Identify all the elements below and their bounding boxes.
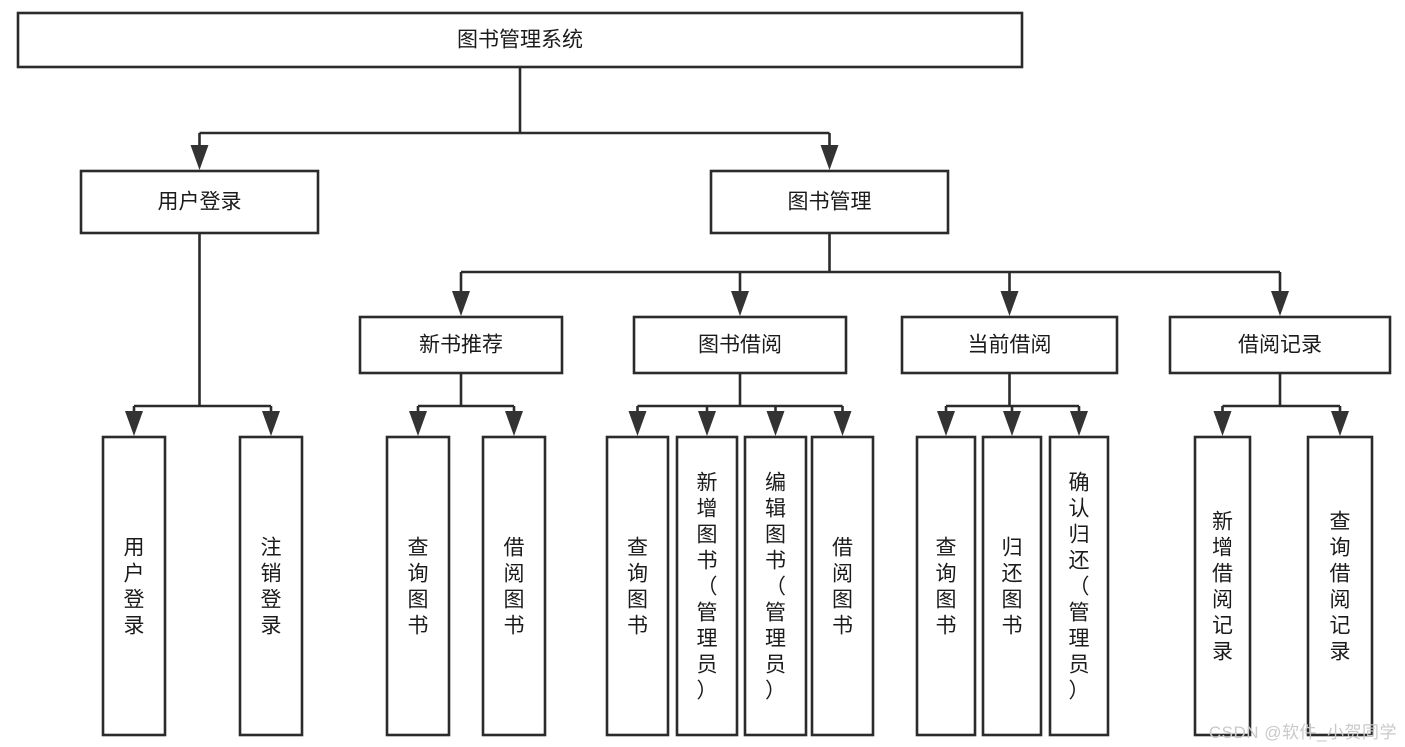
arrow-head-icon bbox=[698, 411, 716, 436]
node-box-user-login[interactable] bbox=[79, 169, 320, 235]
node-label-leaf-user-logout: 注销登录 bbox=[261, 536, 282, 637]
arrow-head-icon bbox=[1003, 411, 1021, 436]
node-leaf-query-book-1[interactable]: 查询图书 bbox=[385, 435, 451, 737]
node-box-leaf-borrow-book-1[interactable] bbox=[481, 435, 547, 737]
node-label-new-book-rec: 新书推荐 bbox=[419, 334, 503, 357]
node-label-leaf-borrow-book-2: 借阅图书 bbox=[832, 536, 853, 637]
arrow-head-icon bbox=[1213, 411, 1232, 436]
arrow-head-icon bbox=[190, 145, 209, 170]
node-leaf-add-book[interactable]: 新增图书（管理员） bbox=[675, 435, 739, 737]
node-box-leaf-return-book[interactable] bbox=[981, 435, 1043, 737]
node-current-borrow[interactable]: 当前借阅 bbox=[900, 315, 1119, 375]
node-label-leaf-query-record: 查询借阅记录 bbox=[1330, 510, 1351, 663]
node-leaf-add-record[interactable]: 新增借阅记录 bbox=[1193, 435, 1252, 737]
node-label-user-login: 用户登录 bbox=[158, 191, 242, 214]
arrow-head-icon bbox=[1000, 291, 1019, 316]
node-box-book-borrow[interactable] bbox=[632, 315, 848, 375]
node-label-leaf-query-book-2: 查询图书 bbox=[627, 536, 648, 637]
connector-group-book-manage bbox=[452, 233, 1289, 316]
node-box-root[interactable] bbox=[16, 11, 1024, 69]
node-box-book-manage[interactable] bbox=[709, 169, 950, 235]
node-new-book-rec[interactable]: 新书推荐 bbox=[358, 315, 564, 375]
node-label-root: 图书管理系统 bbox=[457, 29, 583, 52]
node-box-leaf-query-book-2[interactable] bbox=[605, 435, 670, 737]
connector-group-user-login bbox=[125, 233, 280, 436]
connector-group-current-borrow bbox=[937, 373, 1088, 436]
connector-group-book-borrow bbox=[628, 373, 852, 436]
node-label-leaf-add-record: 新增借阅记录 bbox=[1212, 510, 1233, 663]
node-box-borrow-record[interactable] bbox=[1168, 315, 1392, 375]
node-label-current-borrow: 当前借阅 bbox=[968, 334, 1052, 357]
arrow-head-icon bbox=[262, 411, 280, 436]
node-leaf-query-book-3[interactable]: 查询图书 bbox=[915, 435, 977, 737]
node-user-login[interactable]: 用户登录 bbox=[79, 169, 320, 235]
node-borrow-record[interactable]: 借阅记录 bbox=[1168, 315, 1392, 375]
node-label-leaf-query-book-1: 查询图书 bbox=[408, 536, 429, 637]
node-label-leaf-borrow-book-1: 借阅图书 bbox=[504, 536, 525, 637]
node-box-leaf-edit-book[interactable] bbox=[743, 435, 808, 737]
node-box-current-borrow[interactable] bbox=[900, 315, 1119, 375]
arrow-head-icon bbox=[937, 411, 955, 436]
node-label-leaf-return-book: 归还图书 bbox=[1002, 536, 1023, 637]
nodes-layer: 图书管理系统用户登录图书管理新书推荐图书借阅当前借阅借阅记录用户登录注销登录查询… bbox=[16, 11, 1392, 737]
node-box-leaf-query-record[interactable] bbox=[1306, 435, 1374, 737]
node-label-leaf-confirm-return: 确认归还（管理员） bbox=[1069, 471, 1090, 702]
node-leaf-borrow-book-1[interactable]: 借阅图书 bbox=[481, 435, 547, 737]
node-box-leaf-user-login[interactable] bbox=[101, 435, 167, 737]
node-label-borrow-record: 借阅记录 bbox=[1238, 334, 1322, 357]
node-box-leaf-add-book[interactable] bbox=[675, 435, 739, 737]
node-box-leaf-add-record[interactable] bbox=[1193, 435, 1252, 737]
arrow-head-icon bbox=[409, 411, 427, 436]
connector-group-root bbox=[190, 67, 839, 170]
arrow-head-icon bbox=[1271, 291, 1289, 316]
node-leaf-confirm-return[interactable]: 确认归还（管理员） bbox=[1048, 435, 1110, 737]
arrow-head-icon bbox=[731, 291, 749, 316]
arrow-head-icon bbox=[833, 411, 852, 436]
node-label-leaf-add-book: 新增图书（管理员） bbox=[697, 471, 718, 702]
node-box-leaf-confirm-return[interactable] bbox=[1048, 435, 1110, 737]
node-box-leaf-query-book-1[interactable] bbox=[385, 435, 451, 737]
connector-group-new-book-rec bbox=[409, 373, 523, 436]
node-label-book-manage: 图书管理 bbox=[788, 191, 872, 214]
node-leaf-borrow-book-2[interactable]: 借阅图书 bbox=[810, 435, 875, 737]
arrow-head-icon bbox=[505, 411, 523, 436]
node-box-leaf-query-book-3[interactable] bbox=[915, 435, 977, 737]
connector-group-borrow-record bbox=[1213, 373, 1349, 436]
node-leaf-user-login[interactable]: 用户登录 bbox=[101, 435, 167, 737]
node-leaf-query-record[interactable]: 查询借阅记录 bbox=[1306, 435, 1374, 737]
node-box-leaf-user-logout[interactable] bbox=[238, 435, 304, 737]
node-leaf-user-logout[interactable]: 注销登录 bbox=[238, 435, 304, 737]
node-label-leaf-user-login: 用户登录 bbox=[124, 536, 145, 637]
node-leaf-edit-book[interactable]: 编辑图书（管理员） bbox=[743, 435, 808, 737]
node-label-leaf-query-book-3: 查询图书 bbox=[936, 536, 957, 637]
arrow-head-icon bbox=[452, 291, 470, 316]
node-label-book-borrow: 图书借阅 bbox=[698, 334, 782, 357]
arrow-head-icon bbox=[820, 145, 839, 170]
arrow-head-icon bbox=[628, 411, 647, 436]
arrow-head-icon bbox=[125, 411, 143, 436]
node-box-leaf-borrow-book-2[interactable] bbox=[810, 435, 875, 737]
node-book-manage[interactable]: 图书管理 bbox=[709, 169, 950, 235]
node-book-borrow[interactable]: 图书借阅 bbox=[632, 315, 848, 375]
node-leaf-return-book[interactable]: 归还图书 bbox=[981, 435, 1043, 737]
node-leaf-query-book-2[interactable]: 查询图书 bbox=[605, 435, 670, 737]
node-box-new-book-rec[interactable] bbox=[358, 315, 564, 375]
node-label-leaf-edit-book: 编辑图书（管理员） bbox=[765, 471, 786, 702]
node-root[interactable]: 图书管理系统 bbox=[16, 11, 1024, 69]
edges-layer bbox=[125, 67, 1349, 436]
arrow-head-icon bbox=[766, 411, 785, 436]
arrow-head-icon bbox=[1331, 411, 1349, 436]
arrow-head-icon bbox=[1070, 411, 1088, 436]
